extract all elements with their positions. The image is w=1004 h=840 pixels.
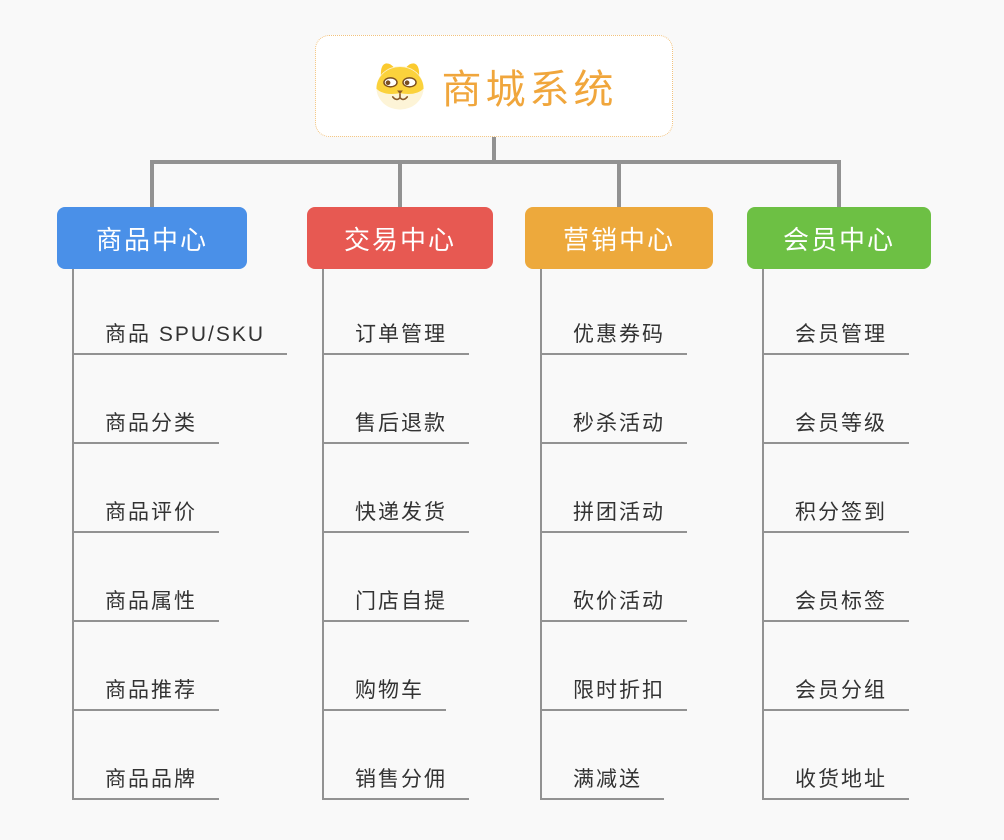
- child-node[interactable]: 砍价活动: [540, 533, 687, 622]
- child-node-label: 会员分组: [795, 679, 887, 702]
- child-node[interactable]: 商品评价: [72, 444, 219, 533]
- child-node-label: 会员管理: [795, 323, 887, 346]
- child-node[interactable]: 会员标签: [762, 533, 909, 622]
- child-node[interactable]: 满减送: [540, 711, 664, 800]
- child-node[interactable]: 商品 SPU/SKU: [72, 269, 288, 355]
- child-node-label: 限时折扣: [573, 679, 665, 702]
- branch-connector-stub: [837, 160, 841, 207]
- child-node-label: 砍价活动: [573, 590, 665, 613]
- branch-label: 营销中心: [562, 224, 675, 255]
- child-node[interactable]: 快递发货: [322, 444, 469, 533]
- child-node-label: 售后退款: [355, 412, 447, 435]
- child-node[interactable]: 会员分组: [762, 622, 909, 711]
- child-node-label: 快递发货: [355, 501, 447, 524]
- child-node[interactable]: 秒杀活动: [540, 355, 687, 444]
- root-title: 商城系统: [441, 68, 618, 112]
- child-node[interactable]: 销售分佣: [322, 711, 469, 800]
- root-connector-stem: [492, 137, 496, 164]
- branch-label: 商品中心: [95, 224, 208, 255]
- branch-items: 会员管理会员等级积分签到会员标签会员分组收货地址: [762, 269, 909, 800]
- branch-header[interactable]: 商品中心: [57, 207, 247, 269]
- child-node-label: 门店自提: [355, 590, 447, 613]
- branch: 营销中心 优惠券码秒杀活动拼团活动砍价活动限时折扣满减送: [525, 207, 713, 800]
- child-node[interactable]: 售后退款: [322, 355, 469, 444]
- child-node[interactable]: 优惠券码: [540, 269, 687, 355]
- child-node-label: 购物车: [355, 679, 424, 702]
- child-node-label: 会员标签: [795, 590, 887, 613]
- child-node-label: 拼团活动: [573, 501, 665, 524]
- root-node[interactable]: 商城系统: [315, 35, 673, 137]
- child-node[interactable]: 商品推荐: [72, 622, 219, 711]
- dog-face-icon: [375, 63, 424, 110]
- child-node[interactable]: 限时折扣: [540, 622, 687, 711]
- branch: 商品中心 商品 SPU/SKU 商品分类商品评价商品属性商品推荐商品品牌: [57, 207, 288, 800]
- child-node[interactable]: 积分签到: [762, 444, 909, 533]
- child-node-label: 商品推荐: [105, 679, 197, 702]
- child-node-label: 会员等级: [795, 412, 887, 435]
- branch-label: 会员中心: [782, 224, 895, 255]
- child-node[interactable]: 会员管理: [762, 269, 909, 355]
- child-node-label: 收货地址: [795, 768, 887, 791]
- branch-items: 优惠券码秒杀活动拼团活动砍价活动限时折扣满减送: [540, 269, 687, 800]
- child-node-label: 积分签到: [795, 501, 887, 524]
- branch: 会员中心 会员管理会员等级积分签到会员标签会员分组收货地址: [747, 207, 931, 800]
- branch-items: 订单管理售后退款快递发货门店自提购物车销售分佣: [322, 269, 469, 800]
- branch: 交易中心 订单管理售后退款快递发货门店自提购物车销售分佣: [307, 207, 493, 800]
- child-node-label: 满减送: [573, 768, 642, 791]
- child-node-label: 商品品牌: [105, 768, 197, 791]
- branch-connector-stub: [150, 160, 154, 207]
- branch-connector-stub: [398, 160, 402, 207]
- child-node[interactable]: 商品品牌: [72, 711, 219, 800]
- child-node-label: 商品属性: [105, 590, 197, 613]
- branch-header[interactable]: 营销中心: [525, 207, 713, 269]
- child-node[interactable]: 订单管理: [322, 269, 469, 355]
- branch-header[interactable]: 会员中心: [747, 207, 931, 269]
- branch-label: 交易中心: [343, 224, 456, 255]
- child-node[interactable]: 商品分类: [72, 355, 219, 444]
- child-node-label: 商品评价: [105, 501, 197, 524]
- child-node[interactable]: 商品属性: [72, 533, 219, 622]
- child-node-label: 销售分佣: [355, 768, 447, 791]
- branch-trunk-line: [540, 269, 542, 800]
- child-node[interactable]: 购物车: [322, 622, 446, 711]
- branch-trunk-line: [322, 269, 324, 800]
- child-node-label: 商品分类: [105, 412, 197, 435]
- branch-trunk-line: [762, 269, 764, 800]
- child-node[interactable]: 拼团活动: [540, 444, 687, 533]
- branch-connector-stub: [617, 160, 621, 207]
- branch-connector-bar: [150, 160, 841, 164]
- child-node-label: 订单管理: [355, 323, 447, 346]
- child-node-label: 商品 SPU/SKU: [105, 323, 266, 346]
- child-node-label: 优惠券码: [573, 323, 665, 346]
- branch-trunk-line: [72, 269, 74, 800]
- branch-items: 商品 SPU/SKU 商品分类商品评价商品属性商品推荐商品品牌: [72, 269, 288, 800]
- child-node[interactable]: 会员等级: [762, 355, 909, 444]
- child-node[interactable]: 门店自提: [322, 533, 469, 622]
- branch-header[interactable]: 交易中心: [307, 207, 493, 269]
- child-node-label: 秒杀活动: [573, 412, 665, 435]
- child-node[interactable]: 收货地址: [762, 711, 909, 800]
